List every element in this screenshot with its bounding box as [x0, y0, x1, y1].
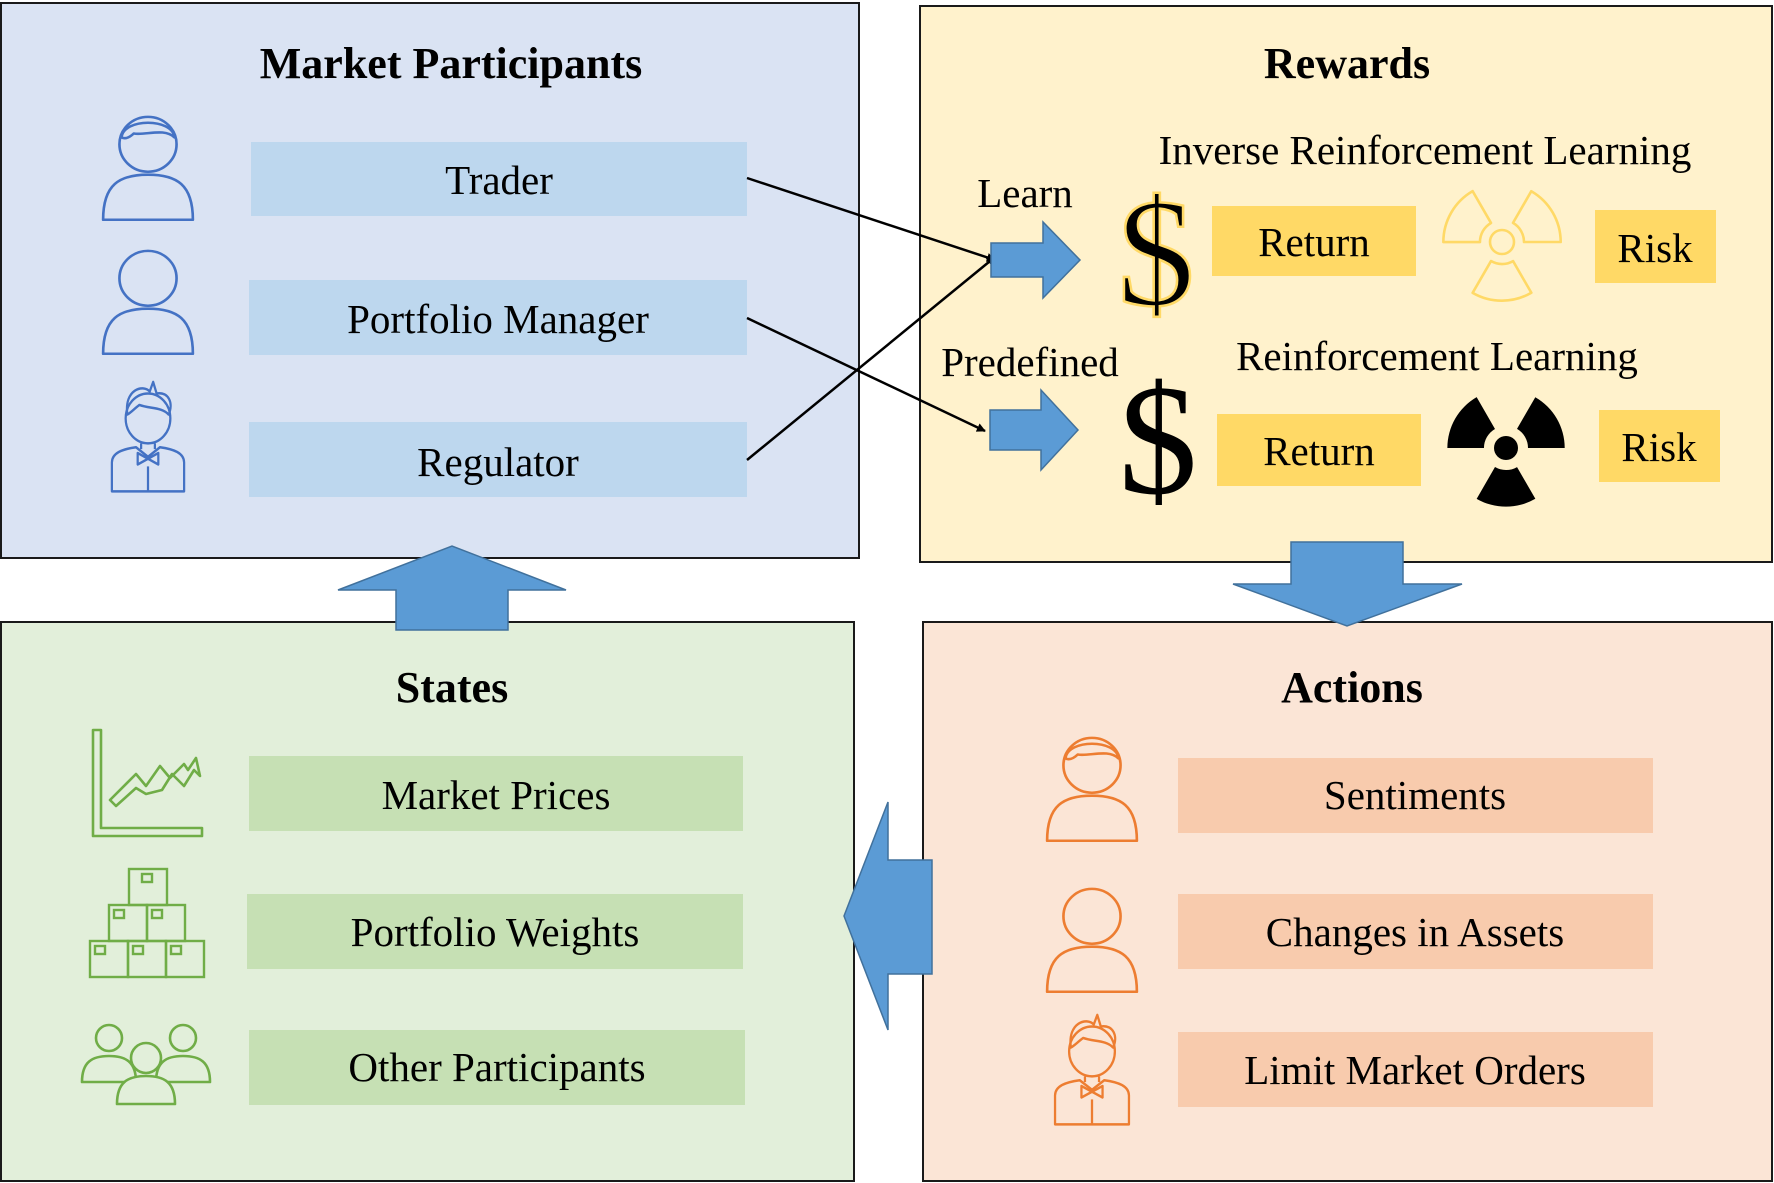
portfolio-manager-box [249, 280, 747, 355]
learn-arrow [990, 220, 1082, 300]
rl-risk-box [1599, 410, 1720, 482]
down-block-arrow [1232, 541, 1463, 627]
states-title: States [396, 663, 508, 712]
rl-risk-label: Risk [1621, 424, 1697, 470]
trader-box [251, 142, 747, 216]
changes-in-assets-box [1178, 894, 1653, 969]
market-prices-label: Market Prices [382, 772, 611, 818]
dollar-solid-icon: $ [1119, 353, 1198, 528]
irl-risk-box [1595, 210, 1716, 283]
group-icon [80, 1023, 212, 1106]
limit-market-orders-box [1178, 1032, 1653, 1107]
changes-in-assets-label: Changes in Assets [1266, 909, 1564, 955]
irl-risk-label: Risk [1617, 225, 1693, 271]
dollar-outline-icon: $ [1117, 167, 1195, 339]
up-block-arrow [337, 545, 567, 631]
rl-return-label: Return [1263, 428, 1375, 474]
portfolio-weights-label: Portfolio Weights [351, 909, 640, 955]
irl-return-label: Return [1258, 219, 1370, 265]
other-participants-label: Other Participants [348, 1044, 645, 1090]
regulator-connector [746, 256, 996, 461]
trader-connector [746, 176, 996, 262]
irl-return-box [1212, 206, 1416, 276]
portfolio-manager-connector [746, 316, 986, 433]
limit-market-orders-label: Limit Market Orders [1244, 1047, 1586, 1093]
predefined-arrow [989, 388, 1080, 472]
other-participants-box [249, 1030, 745, 1105]
actions-title: Actions [1281, 663, 1423, 712]
predefined-label: Predefined [941, 339, 1119, 385]
portfolio-manager-label: Portfolio Manager [347, 296, 649, 342]
rl-return-box [1217, 414, 1421, 486]
sentiments-box [1178, 758, 1653, 833]
regulator-label: Regulator [417, 439, 579, 485]
rl-title: Reinforcement Learning [1236, 333, 1638, 379]
learn-label: Learn [977, 170, 1073, 216]
left-block-arrow [843, 801, 933, 1031]
stacked-boxes-icon [88, 867, 206, 979]
market-prices-box [249, 756, 743, 831]
sentiments-label: Sentiments [1324, 772, 1506, 818]
portfolio-weights-box [247, 894, 743, 969]
regulator-box [249, 422, 747, 497]
rewards-title: Rewards [1264, 39, 1430, 88]
market-participants-title: Market Participants [260, 39, 642, 88]
line-chart-icon [91, 728, 204, 838]
irl-title: Inverse Reinforcement Learning [1159, 127, 1692, 173]
trader-label: Trader [445, 157, 553, 203]
